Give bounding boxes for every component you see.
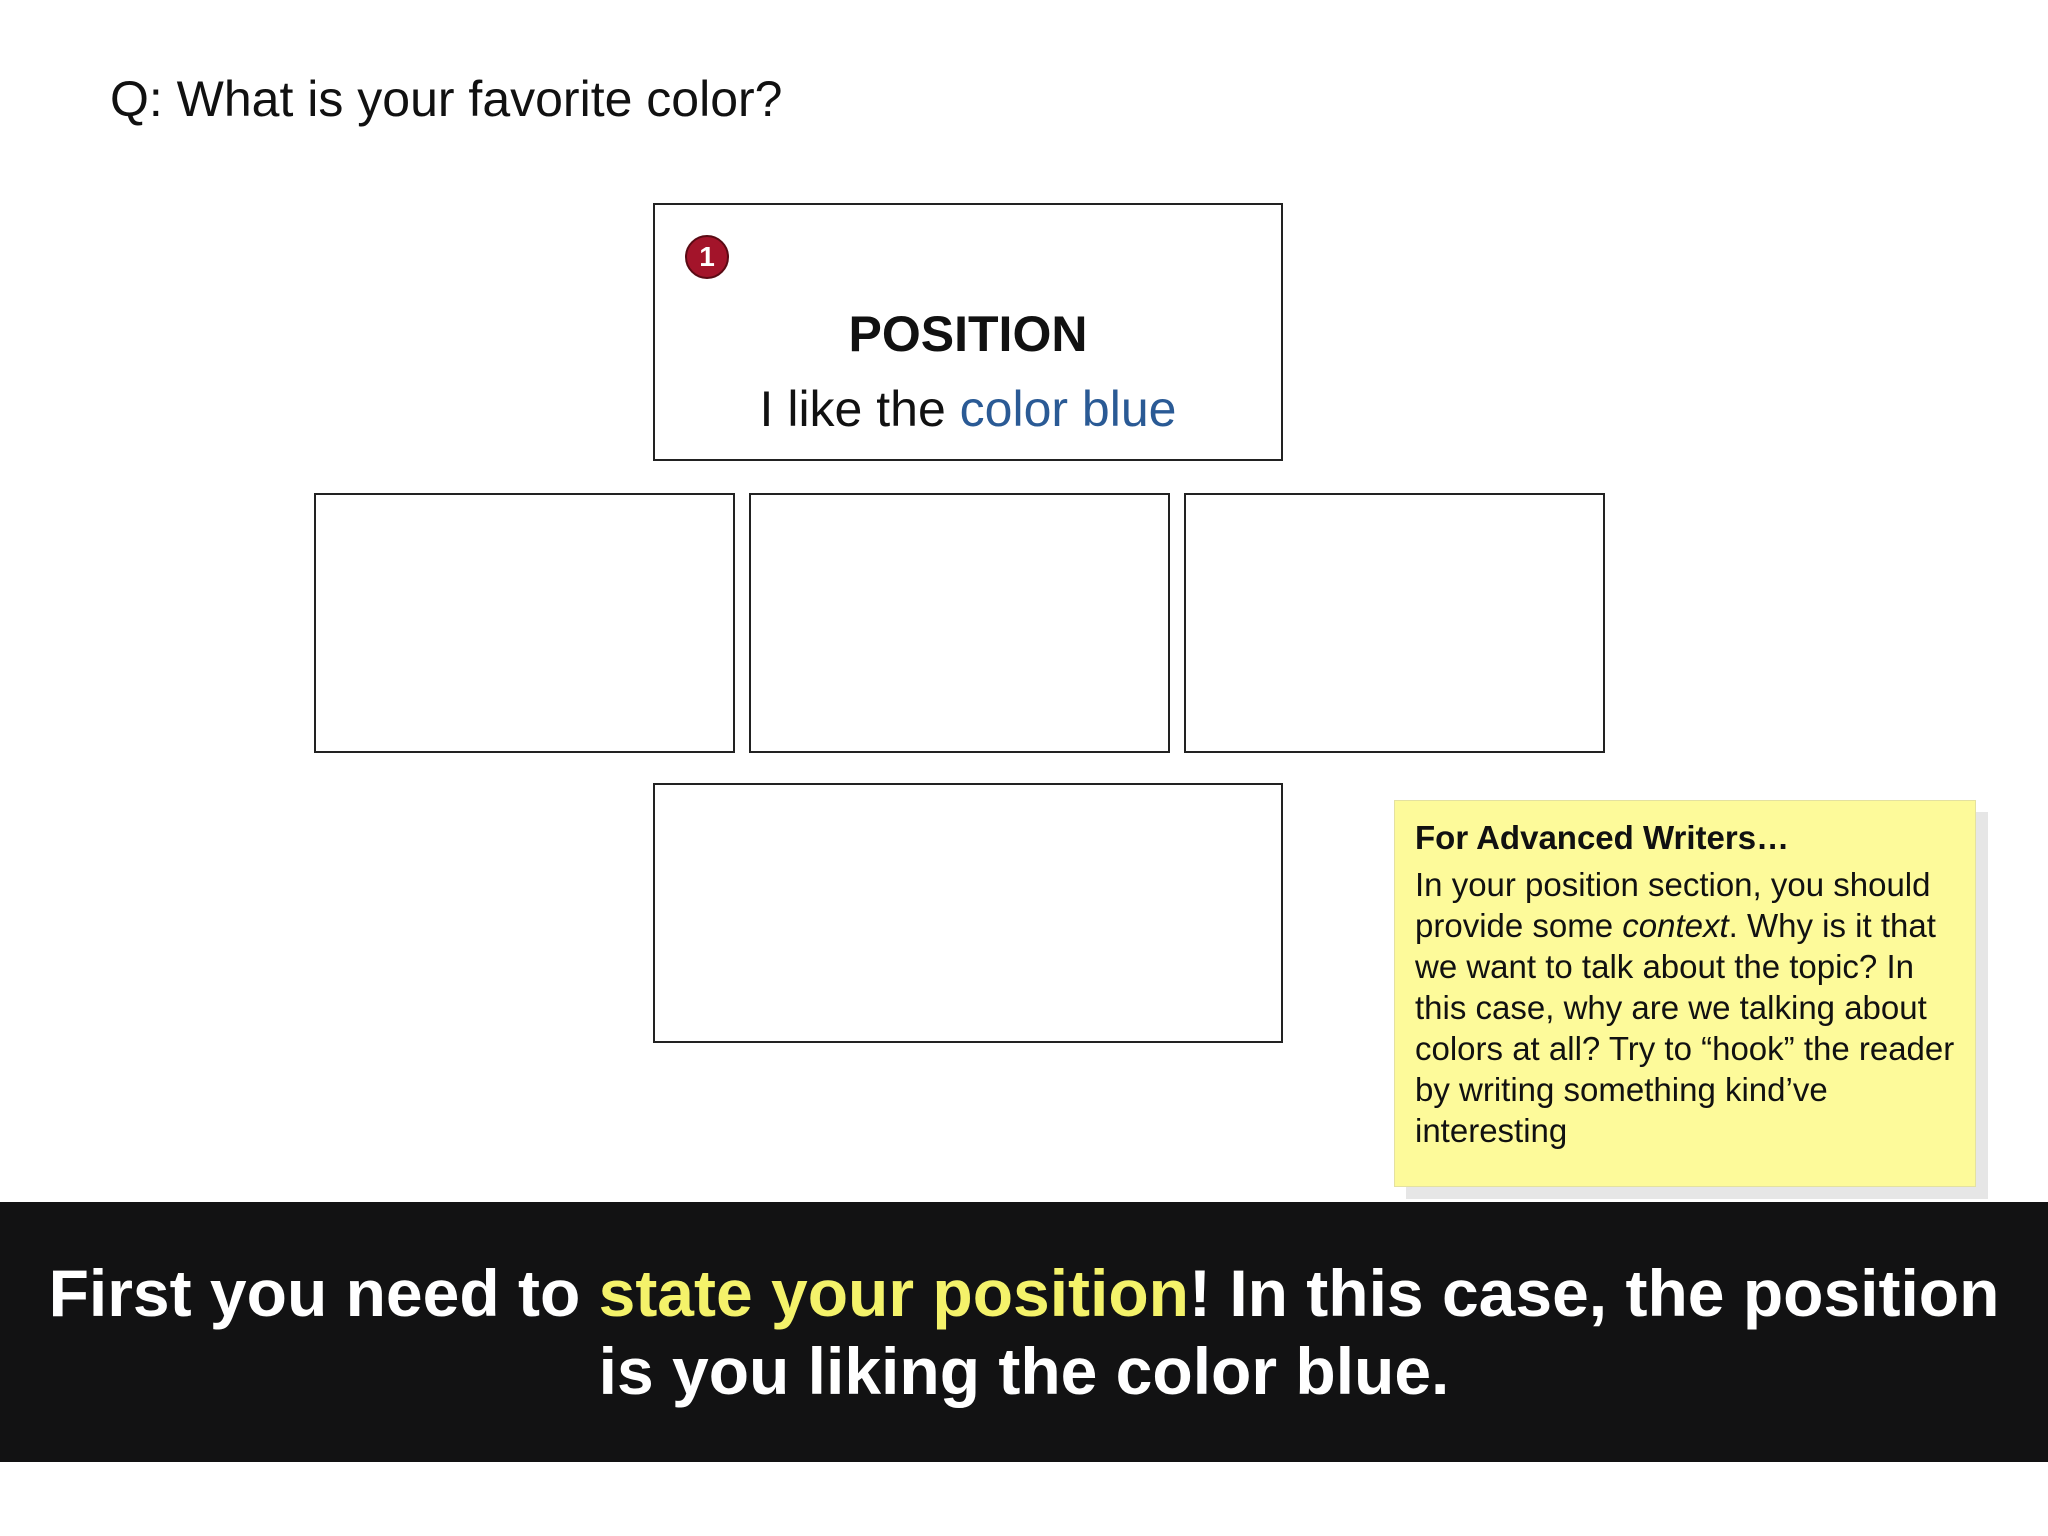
position-text-prefix: I like the bbox=[759, 381, 960, 437]
reason-box-3 bbox=[1184, 493, 1605, 753]
position-title: POSITION bbox=[848, 306, 1088, 362]
caption-text: First you need to state your position! I… bbox=[14, 1254, 2034, 1410]
reason-box-1 bbox=[314, 493, 735, 753]
caption-highlight: state your position bbox=[598, 1256, 1189, 1330]
advanced-writers-note: For Advanced Writers… In your position s… bbox=[1394, 800, 1976, 1187]
note-body: In your position section, you should pro… bbox=[1415, 864, 1955, 1151]
step-number-badge: 1 bbox=[685, 235, 729, 279]
note-body-part2: . Why is it that we want to talk about t… bbox=[1415, 907, 1955, 1149]
question-title: Q: What is your favorite color? bbox=[110, 71, 783, 127]
conclusion-box bbox=[653, 783, 1283, 1043]
note-body-part1: In your position section, you should pro… bbox=[1415, 866, 1931, 944]
reason-box-2 bbox=[749, 493, 1170, 753]
note-title: For Advanced Writers… bbox=[1415, 819, 1790, 856]
subtitle-caption: First you need to state your position! I… bbox=[0, 1202, 2048, 1462]
note-body-emphasis: context bbox=[1622, 907, 1729, 944]
caption-part2: ! In this case, the position is you liki… bbox=[598, 1256, 2000, 1408]
position-text-accent: color blue bbox=[959, 381, 1177, 437]
position-box: 1 POSITION I like the color blue bbox=[653, 203, 1283, 461]
position-statement: I like the color blue bbox=[655, 380, 1281, 438]
caption-part1: First you need to bbox=[48, 1256, 599, 1330]
